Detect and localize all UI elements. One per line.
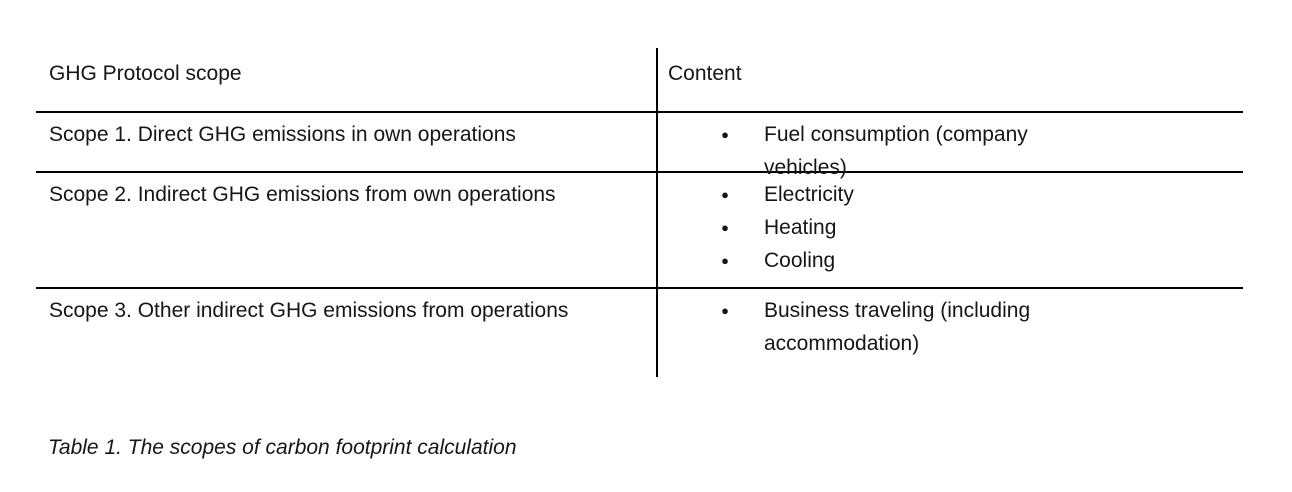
content-item: Fuel consumption (company vehicles) (764, 123, 1028, 179)
content-item: Business traveling (including accommodat… (764, 299, 1031, 355)
list-item: ● Cooling (658, 244, 1237, 277)
scope1-content-cell: ● Fuel consumption (company vehicles) (656, 113, 1243, 179)
content-item: Cooling (764, 249, 836, 272)
table-caption: Table 1. The scopes of carbon footprint … (48, 436, 517, 459)
bullet-icon: ● (721, 303, 729, 318)
content-item: Heating (764, 216, 837, 239)
scope2-content-cell: ● Electricity ● Heating ● Cooling (656, 173, 1243, 287)
bullet-icon: ● (721, 253, 729, 268)
bullet-icon: ● (721, 127, 729, 142)
bullet-icon: ● (721, 187, 729, 202)
bullet-icon: ● (721, 220, 729, 235)
table-header-row: GHG Protocol scope Content (36, 48, 1243, 113)
table-row-scope3: Scope 3. Other indirect GHG emissions fr… (36, 289, 1243, 377)
scope1-label: Scope 1. Direct GHG emissions in own ope… (49, 123, 516, 146)
column-header-ghg-protocol-scope: GHG Protocol scope (49, 62, 242, 85)
list-item: ● Business traveling (including accommoda… (658, 294, 1237, 360)
list-item: ● Fuel consumption (company vehicles) (658, 118, 1237, 184)
table-row-scope1: Scope 1. Direct GHG emissions in own ope… (36, 113, 1243, 179)
ghg-scope-table: GHG Protocol scope Content Scope 1. Dire… (36, 48, 1243, 377)
column-header-content: Content (656, 48, 1243, 111)
scope3-content-cell: ● Business traveling (including accommoda… (656, 289, 1243, 377)
scope2-label: Scope 2. Indirect GHG emissions from own… (49, 183, 556, 206)
list-item: ● Electricity (658, 178, 1237, 211)
table-row-scope2: Scope 2. Indirect GHG emissions from own… (36, 173, 1243, 289)
scope3-label: Scope 3. Other indirect GHG emissions fr… (49, 299, 569, 322)
content-item: Electricity (764, 183, 854, 206)
list-item: ● Heating (658, 211, 1237, 244)
